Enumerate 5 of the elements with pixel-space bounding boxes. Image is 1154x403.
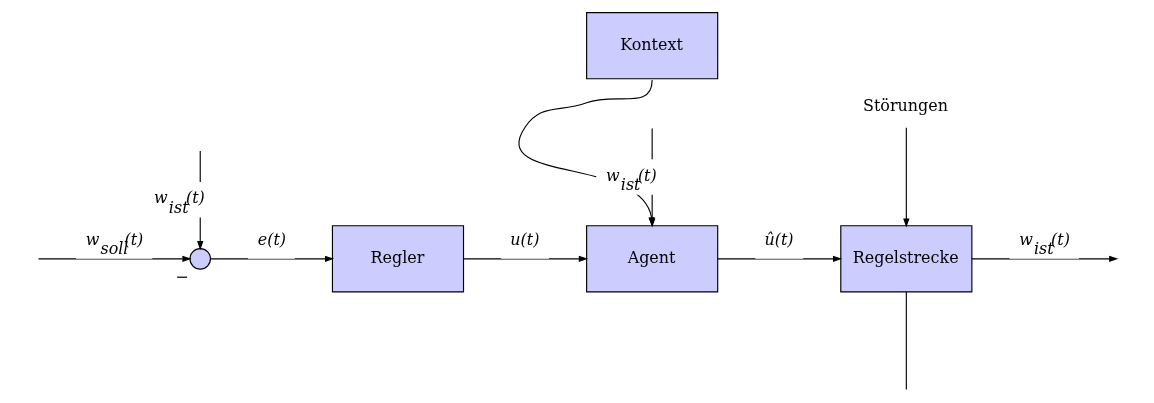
edge-label: û(t) (763, 229, 794, 249)
node-text: Störungen (862, 96, 948, 116)
node-label: − (174, 266, 189, 286)
edge-label: e(t) (257, 229, 286, 249)
edge-label: u(t) (509, 229, 539, 249)
